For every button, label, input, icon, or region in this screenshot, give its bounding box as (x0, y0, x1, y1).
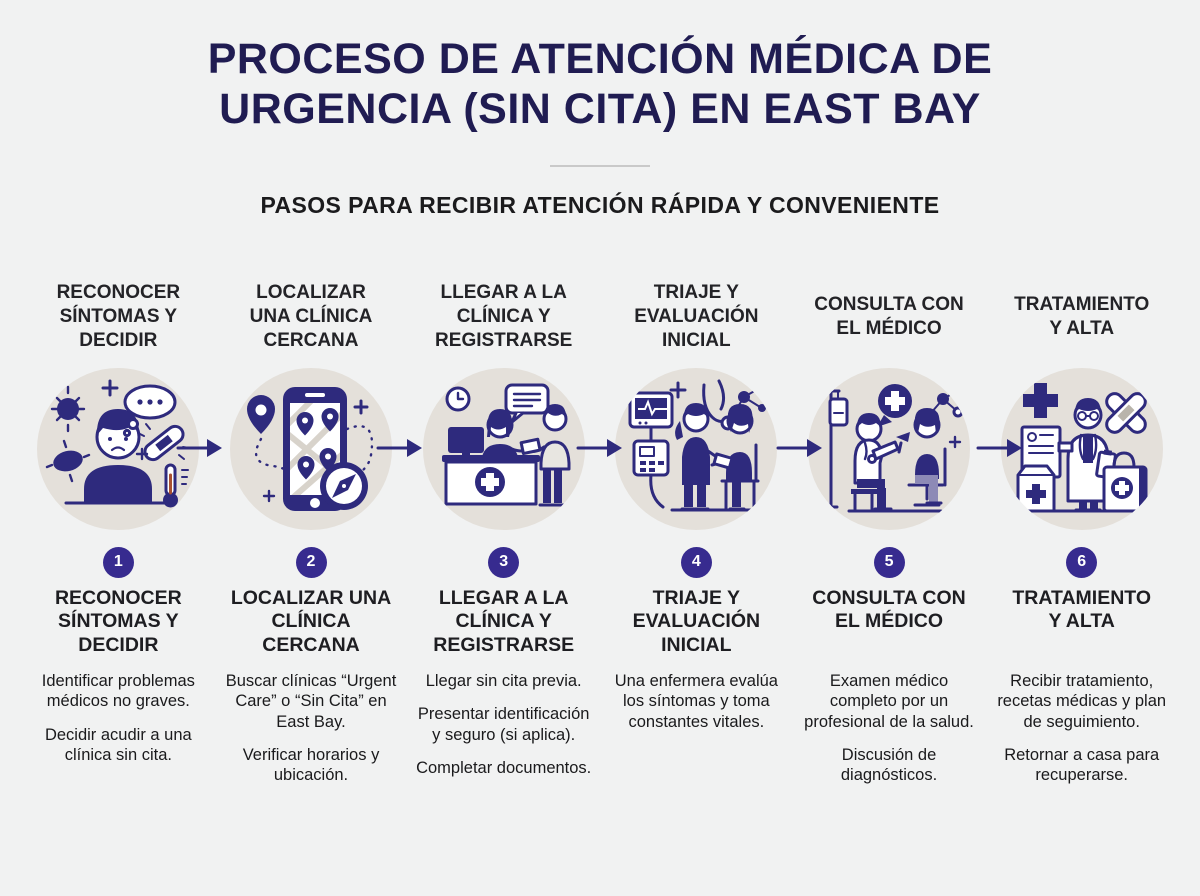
page-subtitle: PASOS PARA RECIBIR ATENCIÓN RÁPIDA Y CON… (260, 191, 940, 218)
step-bottom-heading: LOCALIZAR UNA CLÍNICA CERCANA (230, 586, 392, 657)
triage-vitals-illustration (615, 367, 778, 530)
map-phone-illustration (230, 367, 392, 530)
step-number-badge: 5 (873, 546, 905, 578)
step-descriptions: Llegar sin cita previa. Presentar identi… (414, 671, 593, 779)
step-column-3: LLEGAR A LA CLÍNICA Y REGISTRARSE (407, 271, 600, 799)
step-description: Discusión de diagnósticos. (840, 745, 938, 785)
step-descriptions: Recibir tratamiento, recetas médicas y p… (992, 671, 1171, 786)
sick-person-illustration (37, 367, 200, 530)
arrow-right-icon (776, 438, 822, 457)
illustration-band (607, 363, 786, 535)
step-descriptions: Examen médico completo por un profesiona… (800, 671, 979, 786)
step-column-2: LOCALIZAR UNA CLÍNICA CERCANA (215, 271, 408, 799)
step-top-heading: CONSULTA CON EL MÉDICO (814, 293, 964, 339)
step-top-heading: TRIAJE Y EVALUACIÓN INICIAL (634, 281, 759, 351)
arrow-right-icon (576, 438, 622, 457)
step-number-badge: 2 (295, 546, 327, 578)
step-description: Presentar identificación y seguro (si ap… (417, 705, 590, 744)
step-bottom-heading: RECONOCER SÍNTOMAS Y DECIDIR (54, 586, 182, 657)
step-descriptions: Buscar clínicas “Urgent Care” o “Sin Cit… (222, 671, 401, 786)
step-column-1: RECONOCER SÍNTOMAS Y DECIDIR (22, 271, 215, 799)
step-description: Examen médico completo por un profesiona… (804, 671, 974, 731)
treatment-discharge-illustration (1000, 367, 1163, 530)
page-title: PROCESO DE ATENCIÓN MÉDICA DE URGENCIA (… (207, 35, 993, 134)
step-bottom-heading: TRIAJE Y EVALUACIÓN INICIAL (632, 586, 761, 657)
step-description: Recibir tratamiento, recetas médicas y p… (997, 671, 1167, 731)
step-description: Retornar a casa para recuperarse. (1004, 745, 1160, 785)
illustration-band (414, 363, 593, 535)
step-description: Identificar problemas médicos no graves. (41, 671, 195, 711)
step-description: Completar documentos. (416, 758, 592, 777)
step-description: Una enfermera evalúa los síntomas y toma… (614, 671, 778, 731)
arrow-right-icon (376, 438, 422, 457)
step-column-6: TRATAMIENTO Y ALTA (985, 271, 1178, 799)
step-number-badge: 3 (488, 546, 520, 578)
step-bottom-heading: TRATAMIENTO Y ALTA (1012, 586, 1152, 633)
step-number-badge: 4 (680, 546, 712, 578)
step-column-4: TRIAJE Y EVALUACIÓN INICIAL (600, 271, 793, 799)
illustration-band (29, 363, 208, 535)
step-description: Buscar clínicas “Urgent Care” o “Sin Cit… (225, 671, 397, 731)
doctor-consult-illustration (808, 367, 971, 530)
step-top-heading: TRATAMIENTO Y ALTA (1014, 293, 1150, 339)
arrow-right-icon (976, 438, 1022, 457)
step-description: Verificar horarios y ubicación. (242, 745, 380, 785)
reception-desk-illustration (422, 367, 585, 530)
step-descriptions: Una enfermera evalúa los síntomas y toma… (607, 671, 786, 732)
step-bottom-heading: CONSULTA CON EL MÉDICO (812, 586, 966, 633)
step-description: Decidir acudir a una clínica sin cita. (44, 725, 192, 764)
step-number-badge: 6 (1066, 546, 1098, 578)
illustration-band (222, 363, 401, 535)
step-column-5: CONSULTA CON EL MÉDICO (793, 271, 986, 799)
step-top-heading: RECONOCER SÍNTOMAS Y DECIDIR (56, 281, 181, 351)
step-number-badge: 1 (102, 546, 134, 578)
step-descriptions: Identificar problemas médicos no graves.… (29, 671, 208, 766)
illustration-band (992, 363, 1171, 535)
step-description: Llegar sin cita previa. (425, 671, 582, 690)
title-divider (550, 164, 650, 167)
step-top-heading: LOCALIZAR UNA CLÍNICA CERCANA (249, 281, 373, 351)
step-top-heading: LLEGAR A LA CLÍNICA Y REGISTRARSE (435, 281, 573, 351)
illustration-band (800, 363, 979, 535)
step-bottom-heading: LLEGAR A LA CLÍNICA Y REGISTRARSE (433, 586, 575, 657)
arrow-right-icon (176, 438, 222, 457)
steps-row: RECONOCER SÍNTOMAS Y DECIDIR (0, 271, 1200, 799)
